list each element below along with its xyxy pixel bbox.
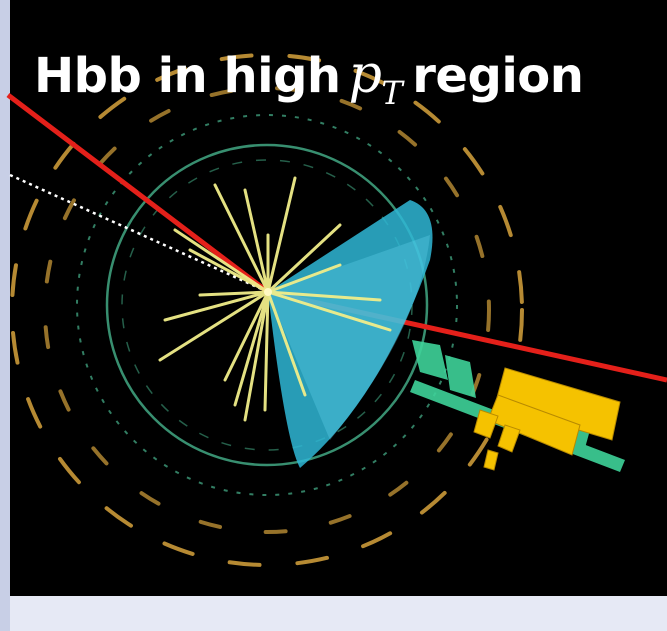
outer-ring (10, 53, 524, 567)
outer-muon-chambers (10, 53, 524, 567)
pt-symbol: pT (348, 45, 403, 112)
jet-cone-body (268, 200, 433, 468)
title-prefix: Hbb in high (34, 48, 341, 104)
title-suffix: region (412, 48, 584, 104)
yellow-calorimeter-deposits (473, 367, 621, 471)
primary-vertex (264, 288, 272, 296)
missing-energy-line (9, 173, 269, 294)
pt-symbol-subscript: T (381, 74, 403, 112)
charged-tracks (158, 176, 392, 422)
jet-cone (268, 200, 433, 468)
jet-cone-highlight (268, 235, 430, 440)
pt-symbol-letter: p (348, 45, 382, 105)
tracker-ring-dotted (76, 114, 458, 496)
middle-ring (43, 86, 491, 534)
slide-frame-left-edge (0, 0, 10, 631)
tracker-ring-outer (105, 143, 429, 467)
